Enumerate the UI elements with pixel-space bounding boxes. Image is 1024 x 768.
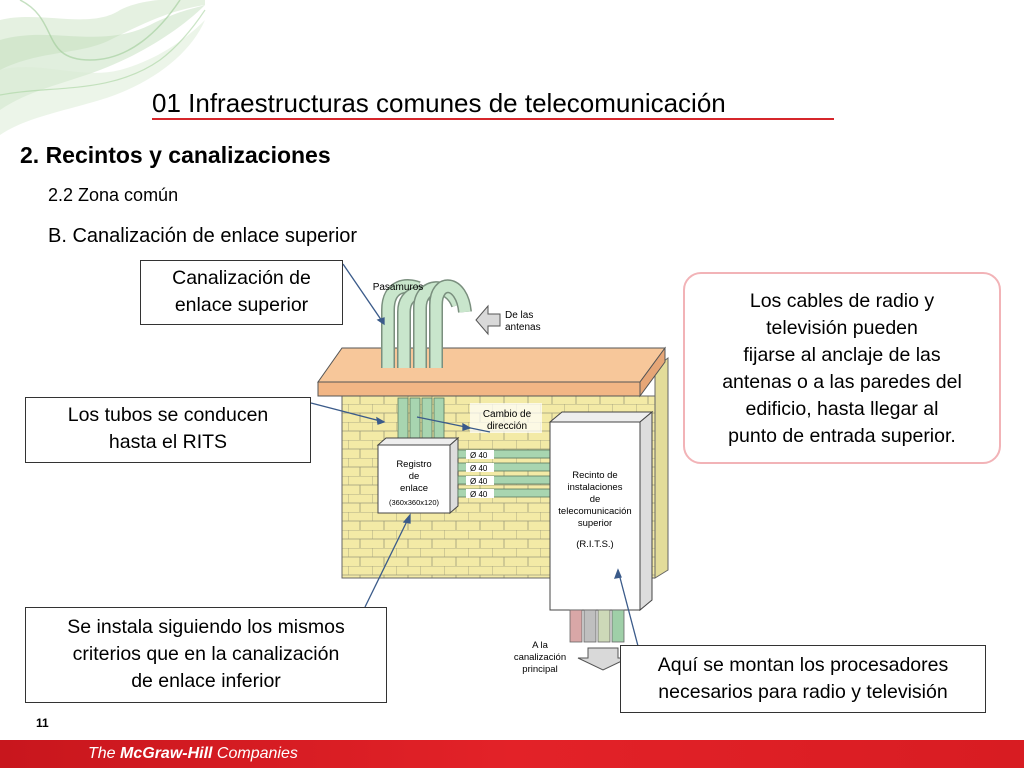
tube-label-3: Ø 40 xyxy=(470,477,488,486)
canalizacion-label-1: A la xyxy=(532,640,549,651)
antenna-arrow xyxy=(475,304,501,336)
footer-logo-text: The McGraw-Hill Companies xyxy=(88,745,298,763)
callout-cables-line-1: Los cables de radio y xyxy=(749,290,935,312)
callout-tubos-line-1: Los tubos se conducen xyxy=(67,404,269,426)
callout-tubos: Los tubos se conducen hasta el RITS xyxy=(25,397,311,463)
footer-companies: Companies xyxy=(212,745,298,762)
registro-label-1: Registro xyxy=(396,459,431,470)
rits-cabinet xyxy=(549,421,641,611)
callout-instala-line-2: criterios que en la canalización xyxy=(72,643,340,665)
recinto-label-2: instalaciones xyxy=(568,482,623,493)
canalizacion-label-2: canalización xyxy=(514,652,566,663)
recinto-label-1: Recinto de xyxy=(572,470,617,481)
cambio-label-1: Cambio de xyxy=(483,409,532,420)
callout-canalizacion: Canalización de enlace superior xyxy=(140,260,343,325)
cambio-label-2: dirección xyxy=(487,421,527,432)
tube-label-2: Ø 40 xyxy=(470,464,488,473)
subsection-heading: 2.2 Zona común xyxy=(48,185,179,205)
registro-dimensions: (360x360x120) xyxy=(389,498,440,507)
tube-label-4: Ø 40 xyxy=(470,490,488,499)
title-underline xyxy=(152,118,834,120)
callout-instala-line-3: de enlace inferior xyxy=(131,670,281,692)
recinto-label-5: superior xyxy=(578,518,612,529)
registro-label-2: de xyxy=(409,471,420,482)
callout-cables-line-4: antenas o a las paredes del xyxy=(722,371,962,393)
tube-label-1: Ø 40 xyxy=(470,451,488,460)
antennas-label-1: De las xyxy=(505,310,533,321)
decorative-swoosh xyxy=(0,0,206,135)
callout-pointers xyxy=(310,263,639,647)
registro-label-3: enlace xyxy=(400,483,428,494)
slide-title: 01 Infraestructuras comunes de telecomun… xyxy=(152,88,726,118)
callout-canalizacion-line-1: Canalización de xyxy=(172,267,311,289)
callout-instala-line-1: Se instala siguiendo los mismos xyxy=(67,616,345,638)
callout-tubos-line-2: hasta el RITS xyxy=(108,431,228,453)
roof-slab xyxy=(317,347,666,383)
infrastructure-diagram: Pasamuros De las antenas Cambio de direc… xyxy=(310,263,669,675)
footer-the: The xyxy=(88,745,121,762)
footer-bar xyxy=(0,740,1024,768)
antennas-label-2: antenas xyxy=(505,322,541,333)
footer-brand: McGraw-Hill xyxy=(120,745,213,762)
callout-cables-line-5: edificio, hasta llegar al xyxy=(745,398,939,420)
recinto-label-4: telecomunicación xyxy=(558,506,631,517)
down-arrow xyxy=(577,647,629,671)
callout-procesadores-line-2: necesarios para radio y televisión xyxy=(658,681,948,703)
callout-procesadores: Aquí se montan los procesadores necesari… xyxy=(620,645,986,713)
pasamuros-label: Pasamuros xyxy=(373,282,424,293)
pasamuros-tubes xyxy=(381,279,472,368)
rits-label: (R.I.T.S.) xyxy=(576,539,613,550)
section-heading: 2. Recintos y canalizaciones xyxy=(20,142,331,168)
callout-cables-line-2: televisión pueden xyxy=(766,317,918,339)
callout-canalizacion-line-2: enlace superior xyxy=(174,294,309,316)
callout-cables: Los cables de radio y televisión pueden … xyxy=(683,272,1001,464)
lower-cables xyxy=(569,609,625,643)
recinto-label-3: de xyxy=(590,494,601,505)
subsubsection-heading: B. Canalización de enlace superior xyxy=(48,225,358,247)
callout-cables-line-6: punto de entrada superior. xyxy=(728,425,956,447)
canalizacion-label-3: principal xyxy=(522,664,557,675)
callout-cables-line-3: fijarse al anclaje de las xyxy=(743,344,941,366)
page-number: 11 xyxy=(36,716,49,730)
callout-procesadores-line-1: Aquí se montan los procesadores xyxy=(657,654,949,676)
callout-instala: Se instala siguiendo los mismos criterio… xyxy=(25,607,387,703)
horizontal-tubes xyxy=(457,449,551,498)
registro-box xyxy=(377,444,451,514)
